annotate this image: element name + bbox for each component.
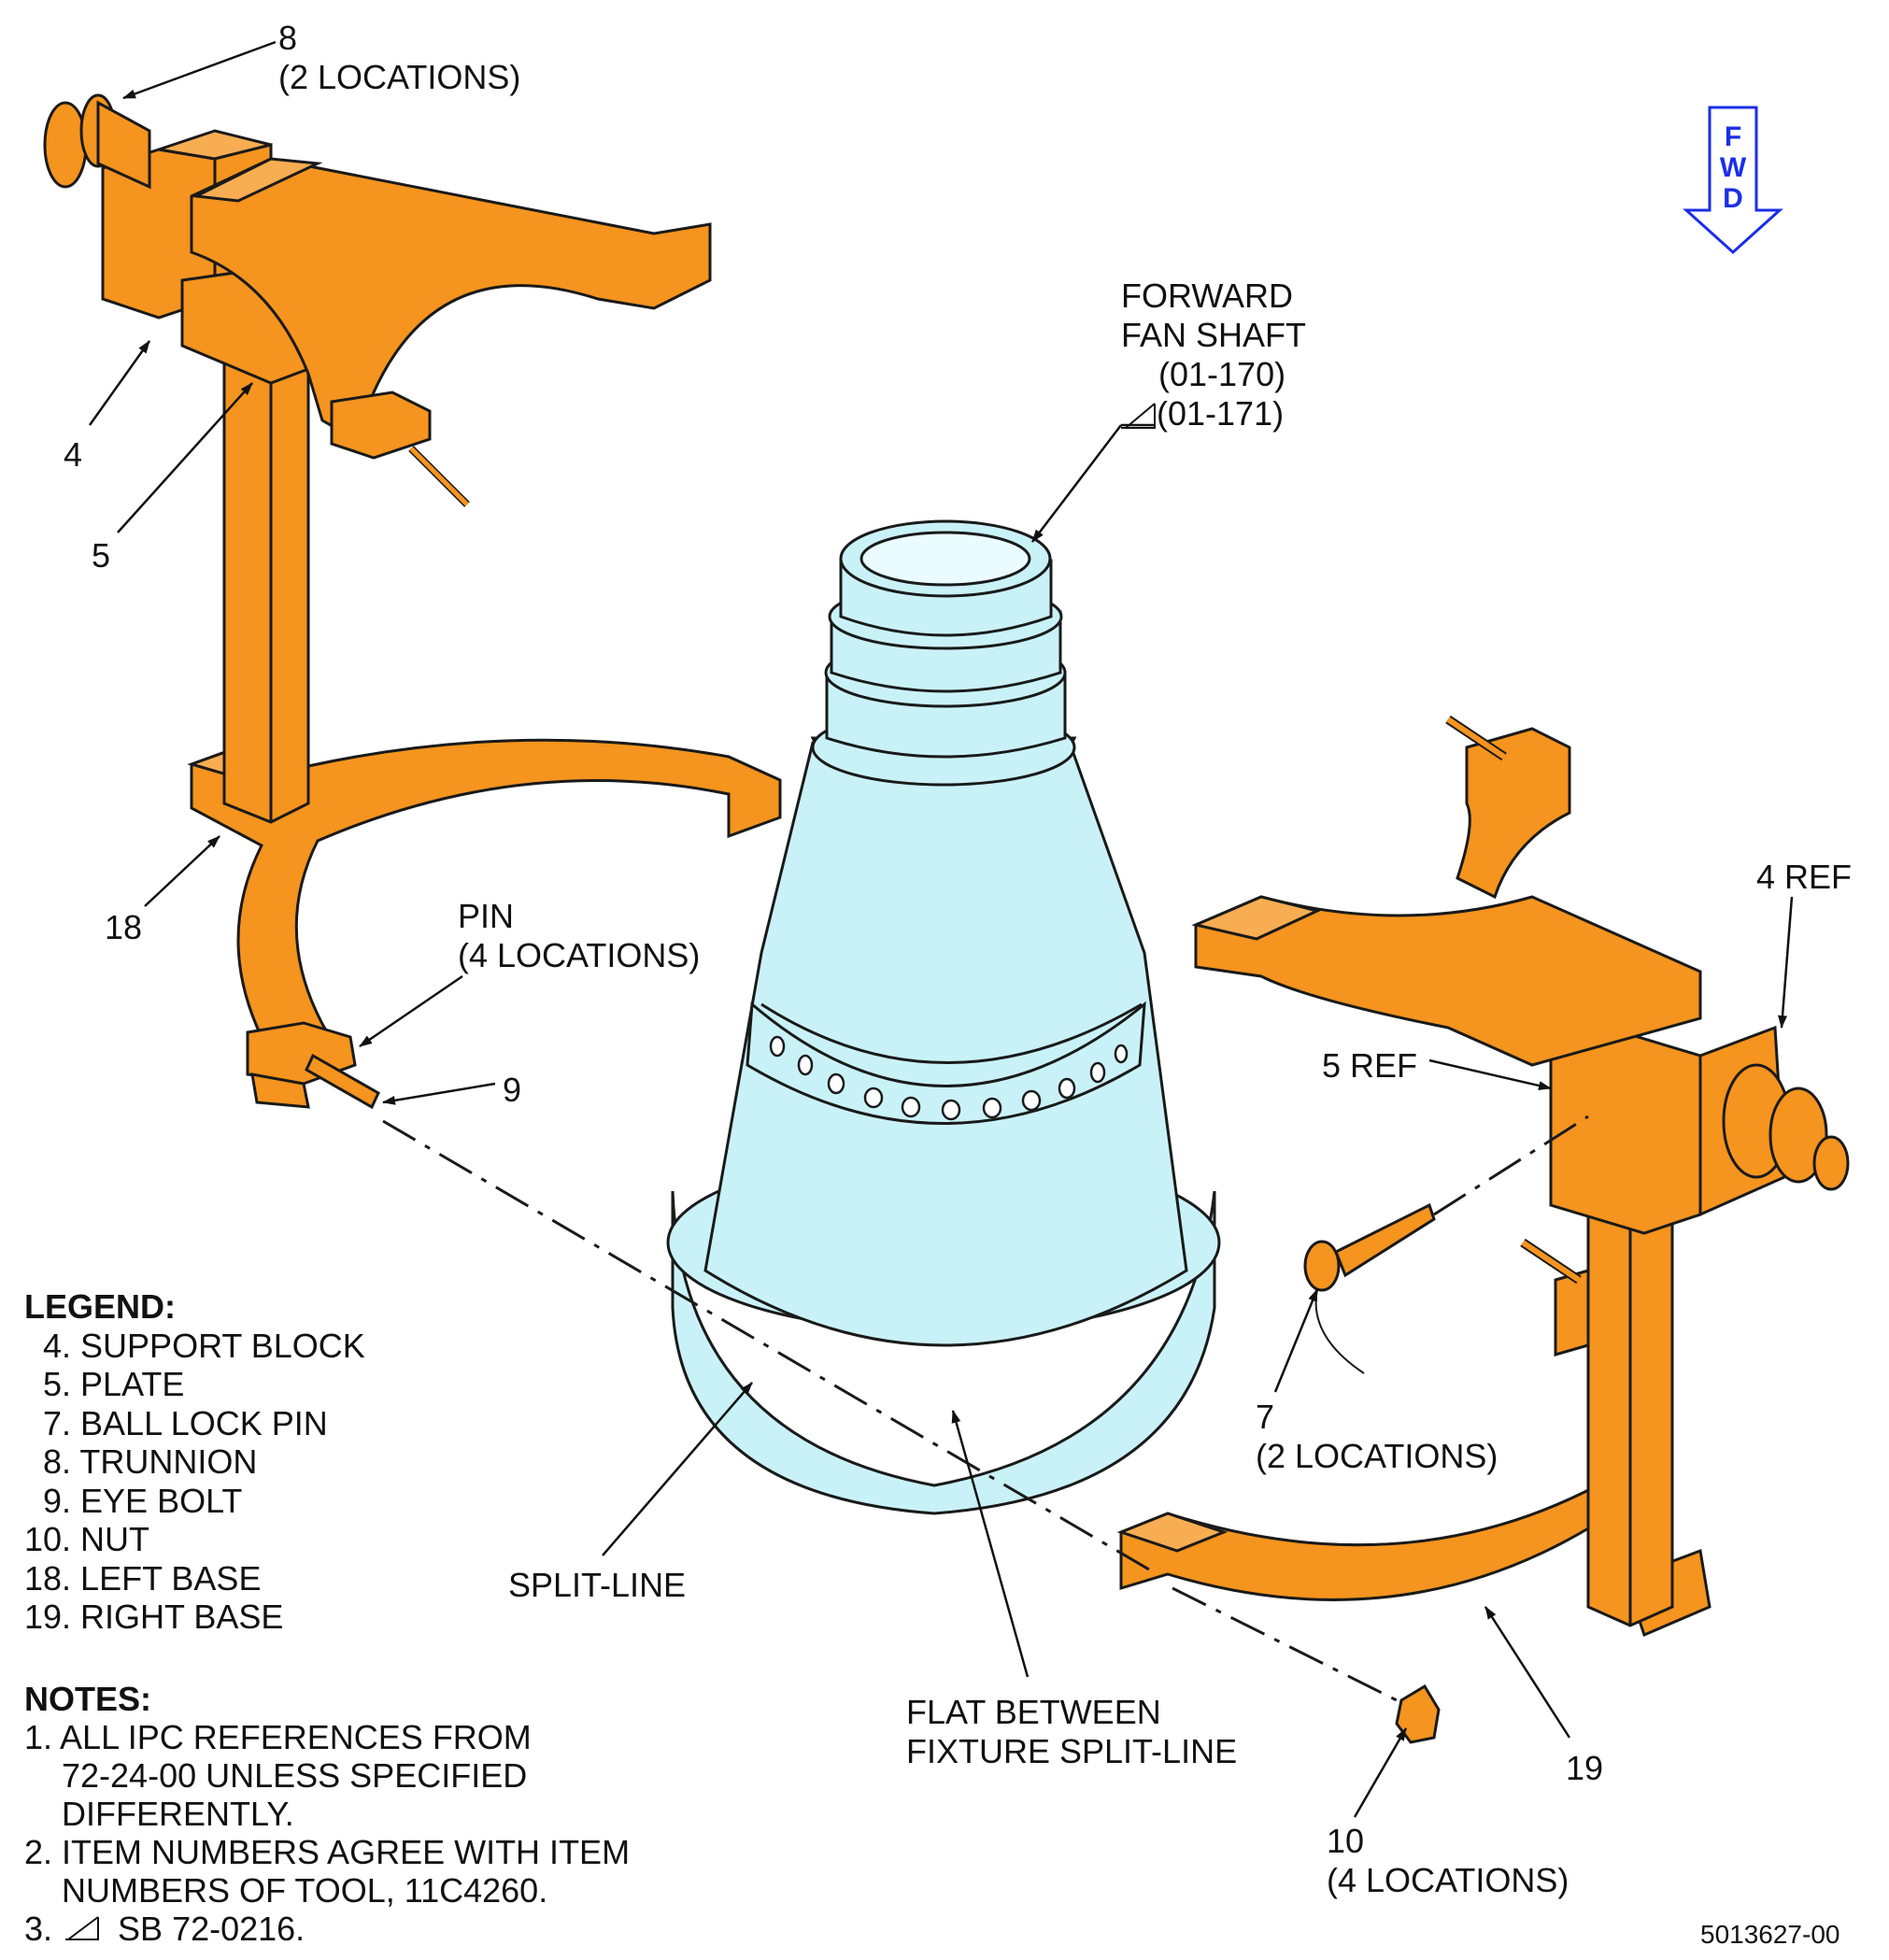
- notes-title: NOTES:: [24, 1680, 152, 1718]
- legend-item: 19. RIGHT BASE: [24, 1598, 284, 1636]
- callout-9: 9: [503, 1071, 522, 1109]
- callout-flat-1: FLAT BETWEEN: [906, 1693, 1161, 1731]
- callout-18: 18: [105, 908, 143, 946]
- leader-lines: [88, 40, 1794, 1818]
- callout-8: 8: [278, 19, 298, 57]
- callout-forward-fan-shaft-4: (01-171): [1157, 394, 1285, 433]
- ball-lock-pin: [1303, 1202, 1436, 1374]
- callout-4: 4: [64, 435, 83, 474]
- callout-forward-fan-shaft-1: FORWARD: [1121, 277, 1293, 315]
- callout-19: 19: [1566, 1749, 1604, 1787]
- callout-5: 5: [92, 536, 111, 575]
- left-base-fixture: [43, 93, 782, 1110]
- legend-item: 4. SUPPORT BLOCK: [24, 1326, 365, 1365]
- legend-item: 7. BALL LOCK PIN: [24, 1403, 328, 1442]
- callout-forward-fan-shaft-2: FAN SHAFT: [1121, 316, 1307, 354]
- fwd-letter: D: [1723, 183, 1743, 214]
- revision-triangle-icon: [65, 403, 1156, 1940]
- callout-7-locations: (2 LOCATIONS): [1256, 1437, 1498, 1475]
- callout-7: 7: [1256, 1398, 1275, 1436]
- fwd-letter: W: [1719, 152, 1747, 183]
- fwd-arrow-icon: [1683, 106, 1783, 255]
- callout-pin-locations: (4 LOCATIONS): [458, 936, 701, 974]
- note-line: 2. ITEM NUMBERS AGREE WITH ITEM: [24, 1833, 631, 1871]
- right-base-fixture: [1116, 715, 1850, 1744]
- callout-flat-2: FIXTURE SPLIT-LINE: [906, 1732, 1238, 1770]
- callout-4-ref: 4 REF: [1756, 858, 1853, 896]
- forward-fan-shaft: [666, 519, 1221, 1515]
- hole-row: [769, 1035, 1129, 1121]
- fwd-indicator: F W D: [1715, 121, 1751, 214]
- callout-forward-fan-shaft-3: (01-170): [1158, 355, 1286, 393]
- callout-10: 10: [1327, 1822, 1365, 1860]
- legend-item: 10. NUT: [24, 1520, 150, 1558]
- callout-split-line: SPLIT-LINE: [508, 1566, 687, 1604]
- legend-item: 8. TRUNNION: [24, 1442, 258, 1481]
- note-line: 72-24-00 UNLESS SPECIFIED: [24, 1756, 528, 1795]
- legend-item: 9. EYE BOLT: [24, 1481, 243, 1520]
- callout-5-ref: 5 REF: [1322, 1046, 1418, 1085]
- legend: LEGEND: 4. SUPPORT BLOCK 5. PLATE 7. BAL…: [24, 1287, 365, 1637]
- legend-item: 18. LEFT BASE: [24, 1558, 262, 1598]
- note-line: 3. SB 72-0216.: [24, 1910, 305, 1948]
- callout-pin: PIN: [458, 897, 515, 935]
- note-line: 1. ALL IPC REFERENCES FROM: [24, 1718, 532, 1756]
- callout-8-locations: (2 LOCATIONS): [278, 58, 521, 96]
- legend-item: 5. PLATE: [24, 1365, 185, 1403]
- note-line: NUMBERS OF TOOL, 11C4260.: [24, 1871, 548, 1910]
- note-line: DIFFERENTLY.: [24, 1795, 294, 1833]
- fwd-letter: F: [1724, 121, 1742, 152]
- drawing-number: 5013627-00: [1700, 1920, 1840, 1949]
- notes: NOTES: 1. ALL IPC REFERENCES FROM 72-24-…: [24, 1680, 630, 1948]
- callout-10-locations: (4 LOCATIONS): [1327, 1861, 1569, 1899]
- legend-title: LEGEND:: [24, 1287, 176, 1326]
- dashed-centerlines: [382, 1115, 1589, 1702]
